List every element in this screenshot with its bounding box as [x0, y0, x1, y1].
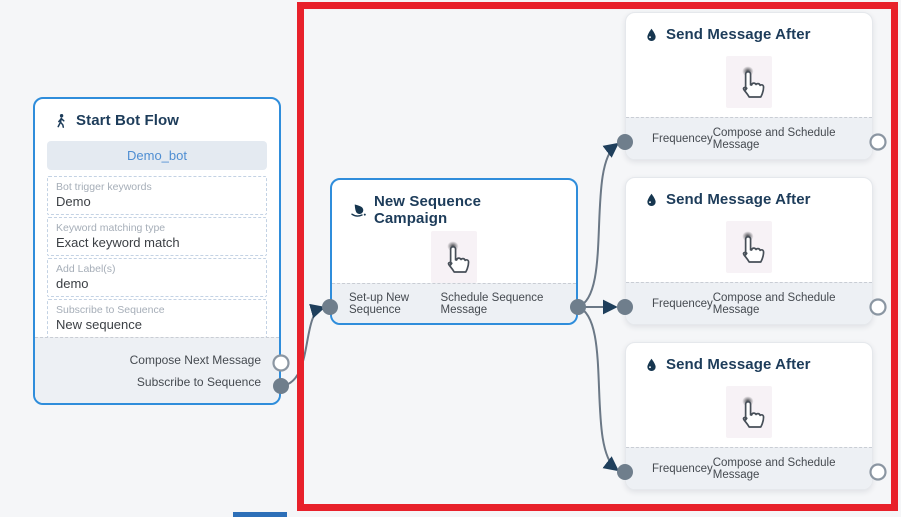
start-bot-flow-node[interactable]: Start Bot Flow Demo_bot Bot trigger keyw…: [33, 97, 281, 405]
send-node-header: Send Message After: [626, 178, 872, 212]
input-port-send-3[interactable]: [617, 464, 633, 480]
send-node-title: Send Message After: [666, 26, 811, 43]
new-sequence-campaign-node[interactable]: New Sequence Campaign Set-up New Sequenc…: [330, 178, 578, 325]
output-compose-schedule-label: Compose and Schedule Message: [712, 456, 836, 481]
output-compose-next-message: Compose Next Message: [129, 352, 261, 367]
hand-cursor-icon: [741, 395, 765, 428]
send-node-title: Send Message After: [666, 356, 811, 373]
configure-placeholder[interactable]: [726, 386, 772, 438]
send-message-after-node-1[interactable]: Send Message After Frequencey Compose an…: [625, 12, 873, 160]
campaign-node-body: [332, 231, 576, 283]
field-label: Bot trigger keywords: [56, 181, 152, 193]
output-compose-schedule-label: Compose and Schedule Message: [712, 291, 836, 316]
droplet-icon: [647, 358, 656, 372]
hand-cursor-icon: [741, 65, 765, 98]
field-value: New sequence: [56, 317, 142, 332]
field-value: Exact keyword match: [56, 235, 180, 250]
output-port-campaign[interactable]: [570, 299, 586, 315]
campaign-node-footer: Set-up New Sequence Schedule Sequence Me…: [332, 283, 576, 323]
field-value: Demo: [56, 194, 91, 209]
edge-campaign-to-send-3: [577, 306, 619, 472]
bot-name-button[interactable]: Demo_bot: [47, 141, 267, 170]
input-frequency-label: Frequencey: [652, 132, 713, 145]
configure-placeholder[interactable]: [726, 56, 772, 108]
input-port-send-1[interactable]: [617, 134, 633, 150]
send-node-footer: Frequencey Compose and Schedule Message: [626, 117, 872, 159]
output-port-send-2[interactable]: [869, 298, 887, 316]
input-frequency-label: Frequencey: [652, 297, 713, 310]
start-node-header: Start Bot Flow: [35, 99, 279, 133]
hand-cursor-icon: [741, 230, 765, 263]
field-label: Add Label(s): [56, 263, 116, 275]
configure-placeholder[interactable]: [431, 231, 477, 283]
field-add-labels[interactable]: Add Label(s) demo: [47, 258, 267, 297]
output-setup-new-sequence: Set-up New Sequence: [349, 291, 410, 316]
configure-placeholder[interactable]: [726, 221, 772, 273]
field-value: demo: [56, 276, 89, 291]
send-node-footer: Frequencey Compose and Schedule Message: [626, 282, 872, 324]
send-node-body: [626, 212, 872, 282]
output-port-send-3[interactable]: [869, 463, 887, 481]
droplet-icon: [647, 28, 656, 42]
edge-campaign-to-send-1: [577, 142, 619, 308]
hand-cursor-icon: [446, 240, 470, 273]
send-node-header: Send Message After: [626, 13, 872, 47]
send-message-after-node-3[interactable]: Send Message After Frequencey Compose an…: [625, 342, 873, 490]
output-compose-schedule-label: Compose and Schedule Message: [712, 126, 836, 151]
send-node-title: Send Message After: [666, 191, 811, 208]
campaign-node-title: New Sequence Campaign: [373, 193, 482, 227]
start-node-title: Start Bot Flow: [76, 112, 180, 129]
field-label: Subscribe to Sequence: [56, 304, 165, 316]
output-schedule-sequence-message: Schedule Sequence Message: [440, 291, 544, 316]
output-port-subscribe-to-sequence[interactable]: [273, 378, 289, 394]
input-port-send-2[interactable]: [617, 299, 633, 315]
output-port-send-1[interactable]: [869, 133, 887, 151]
field-bot-trigger-keywords[interactable]: Bot trigger keywords Demo: [47, 176, 267, 215]
walking-person-icon: [57, 112, 65, 128]
field-subscribe-to-sequence[interactable]: Subscribe to Sequence New sequence: [47, 299, 267, 338]
send-node-header: Send Message After: [626, 343, 872, 377]
field-keyword-matching-type[interactable]: Keyword matching type Exact keyword matc…: [47, 217, 267, 256]
send-message-after-node-2[interactable]: Send Message After Frequencey Compose an…: [625, 177, 873, 325]
input-frequency-label: Frequencey: [652, 462, 713, 475]
input-port-campaign[interactable]: [322, 299, 338, 315]
send-node-body: [626, 47, 872, 117]
output-subscribe-to-sequence: Subscribe to Sequence: [136, 374, 261, 389]
field-label: Keyword matching type: [56, 222, 166, 234]
output-port-compose-next-message[interactable]: [272, 354, 290, 372]
campaign-node-header: New Sequence Campaign: [332, 180, 576, 231]
droplet-icon: [647, 193, 656, 207]
edge-start-to-campaign: [280, 303, 326, 387]
start-node-fields: Bot trigger keywords Demo Keyword matchi…: [35, 176, 279, 338]
ink-splash-icon: [351, 202, 367, 217]
start-node-footer: Compose Next Message Subscribe to Sequen…: [35, 337, 279, 403]
partial-bottom-element: [233, 512, 287, 517]
send-node-footer: Frequencey Compose and Schedule Message: [626, 447, 872, 489]
send-node-body: [626, 377, 872, 447]
